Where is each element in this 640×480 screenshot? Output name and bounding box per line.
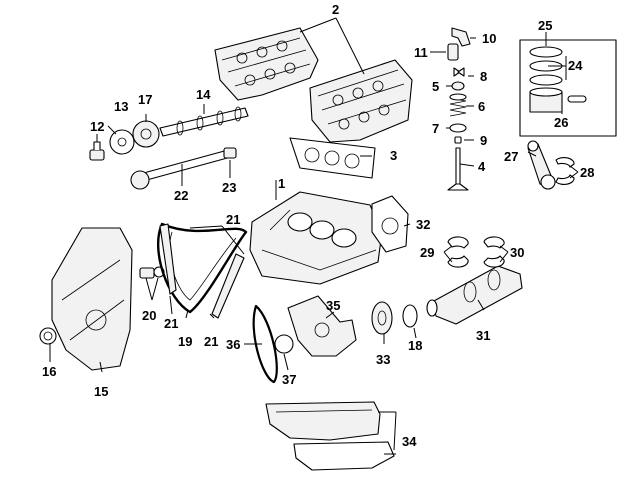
main-bearing-upper (447, 236, 469, 268)
callout-21-right: 21 (204, 334, 218, 349)
rod-bearing (555, 157, 575, 185)
rocker-arm (451, 27, 471, 47)
callout-35: 35 (326, 298, 340, 313)
callout-8: 8 (480, 69, 487, 84)
callout-25: 25 (538, 18, 552, 33)
valve-stem-seal (454, 136, 462, 144)
rear-cover (371, 195, 409, 253)
cylinder-head-right (309, 59, 413, 143)
camshaft-adjuster (132, 120, 160, 148)
callout-1: 1 (278, 176, 285, 191)
callout-28: 28 (580, 165, 594, 180)
chain-guide-right (211, 253, 245, 319)
oil-pump-sprocket (274, 334, 294, 354)
callout-19: 19 (178, 334, 192, 349)
head-gasket (289, 137, 376, 179)
callout-36: 36 (226, 337, 240, 352)
hydraulic-lifter (447, 43, 459, 61)
oil-pan-gasket (293, 441, 395, 471)
leader-lines (49, 17, 579, 455)
callout-6: 6 (478, 99, 485, 114)
callout-12: 12 (90, 119, 104, 134)
cylinder-head-left (214, 27, 319, 101)
camshaft-sensor (223, 147, 237, 159)
callout-21-top: 21 (226, 212, 240, 227)
valve-retainer (451, 81, 465, 91)
connecting-rod (527, 140, 556, 190)
oil-pan (265, 401, 381, 441)
crankshaft (426, 265, 523, 325)
valve-spring-seat (449, 123, 467, 133)
callout-33: 33 (376, 352, 390, 367)
timing-cover (51, 227, 133, 371)
engine-block (249, 191, 383, 285)
callout-15: 15 (94, 384, 108, 399)
crankshaft-sprocket (402, 304, 418, 328)
exhaust-camshaft (130, 149, 232, 190)
intake-camshaft (159, 106, 249, 137)
callout-22: 22 (174, 188, 188, 203)
callout-18: 18 (408, 338, 422, 353)
crankshaft-pulley (371, 301, 393, 335)
callout-21-left: 21 (164, 316, 178, 331)
valve-spring (449, 93, 467, 117)
callout-31: 31 (476, 328, 490, 343)
front-crankshaft-seal (39, 327, 57, 345)
callout-29: 29 (420, 245, 434, 260)
callout-3: 3 (390, 148, 397, 163)
callout-13: 13 (114, 99, 128, 114)
callout-9: 9 (480, 133, 487, 148)
callout-37: 37 (282, 372, 296, 387)
callout-34: 34 (402, 434, 417, 449)
valve-keepers (453, 67, 465, 77)
callout-26: 26 (554, 115, 568, 130)
callout-23: 23 (222, 180, 236, 195)
oil-pump-chain (252, 304, 278, 384)
camshaft-bolt (89, 141, 105, 161)
callout-10: 10 (482, 31, 496, 46)
callout-5: 5 (432, 79, 439, 94)
valve (447, 147, 469, 191)
callout-32: 32 (416, 217, 430, 232)
callout-16: 16 (42, 364, 56, 379)
callout-4: 4 (478, 159, 486, 174)
callout-7: 7 (432, 121, 439, 136)
main-bearing-lower (483, 236, 505, 268)
callout-11: 11 (414, 45, 428, 60)
callout-24: 24 (568, 58, 583, 73)
callout-20: 20 (142, 308, 156, 323)
callout-2: 2 (332, 2, 339, 17)
callout-27: 27 (504, 149, 518, 164)
camshaft-gear (109, 129, 135, 155)
chain-guide-left (159, 223, 177, 295)
callout-17: 17 (138, 92, 152, 107)
callout-labels: 1 2 3 4 5 6 7 8 9 10 11 12 13 14 15 16 1… (42, 2, 594, 449)
chain-tensioner (139, 266, 165, 279)
piston-ring-set (519, 39, 617, 137)
piston (529, 87, 587, 113)
oil-pump (287, 295, 357, 357)
callout-30: 30 (510, 245, 524, 260)
callout-14: 14 (196, 87, 211, 102)
